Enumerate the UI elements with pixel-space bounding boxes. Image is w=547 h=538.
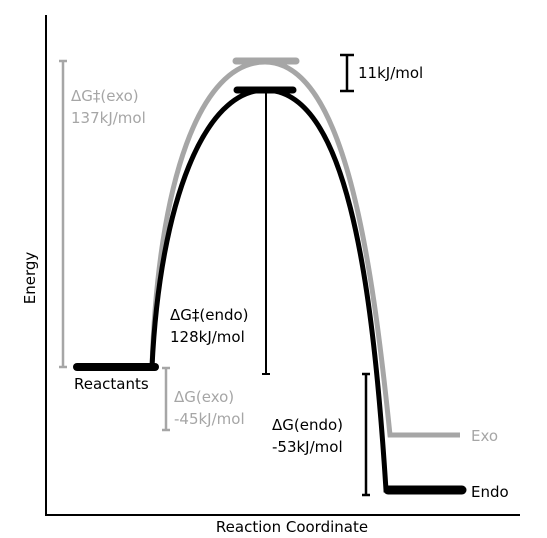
- dg-exo-label: ΔG(exo) -45kJ/mol: [174, 388, 245, 428]
- dg-exo-activation-value: 137kJ/mol: [71, 109, 146, 127]
- dg-endo-activation-name: ΔG‡(endo): [170, 306, 249, 324]
- endo-label: Endo: [471, 483, 509, 501]
- dg-endo-name: ΔG(endo): [272, 416, 343, 434]
- barrier-difference-bracket: [340, 53, 354, 93]
- dg-endo-label: ΔG(endo) -53kJ/mol: [272, 416, 348, 456]
- y-axis-label: Energy: [21, 252, 39, 305]
- dg-endo-activation-value: 128kJ/mol: [170, 328, 245, 346]
- dg-endo-activation-label: ΔG‡(endo) 128kJ/mol: [170, 306, 253, 346]
- exo-activation-bracket: [59, 59, 67, 369]
- dg-exo-activation-name: ΔG‡(exo): [71, 87, 139, 105]
- dg-exo-name: ΔG(exo): [174, 388, 234, 406]
- endo-reaction-energy-bracket: [362, 372, 370, 497]
- exo-label: Exo: [471, 427, 498, 445]
- barrier-difference-label: 11kJ/mol: [358, 64, 423, 82]
- exo-curve: [149, 59, 460, 438]
- exo-reaction-energy-bracket: [162, 366, 170, 432]
- dg-exo-value: -45kJ/mol: [174, 410, 245, 428]
- dg-endo-value: -53kJ/mol: [272, 438, 343, 456]
- reactants-label: Reactants: [74, 375, 149, 393]
- endo-activation-bracket: [262, 92, 270, 375]
- dg-exo-activation-label: ΔG‡(exo) 137kJ/mol: [71, 87, 146, 127]
- x-axis-label: Reaction Coordinate: [216, 518, 368, 536]
